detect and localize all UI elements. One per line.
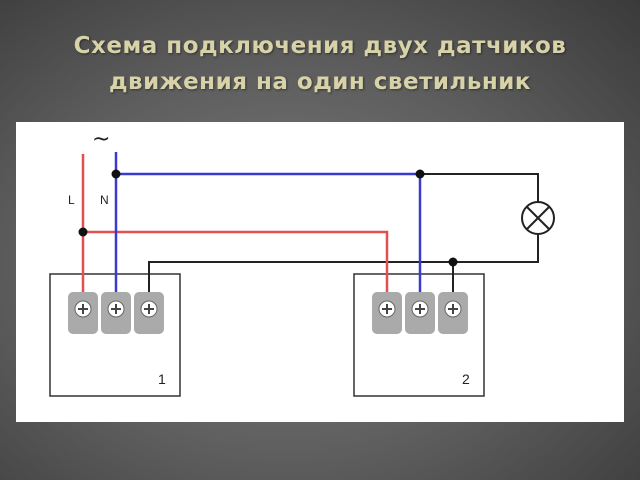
sensor-1-terminals (68, 292, 164, 334)
load-wire-top (420, 173, 539, 202)
phase-label: L (68, 193, 75, 207)
lamp-icon (521, 201, 555, 235)
terminal-icon (372, 292, 402, 334)
terminal-icon (101, 292, 131, 334)
phase-wire-branch (83, 230, 389, 304)
junction-neutral-right (415, 169, 425, 179)
neutral-label: N (100, 193, 109, 207)
sensor-1-label: 1 (158, 371, 166, 387)
wiring-diagram: ~ L N 1 2 (49, 127, 555, 397)
wiring-diagram-panel: ~ L N 1 2 (16, 122, 624, 422)
sensor-2-label: 2 (462, 371, 470, 387)
slide-title: Схема подключения двух датчиков движения… (0, 28, 640, 100)
title-line-1: Схема подключения двух датчиков (73, 33, 567, 59)
terminal-icon (438, 292, 468, 334)
terminal-icon (134, 292, 164, 334)
sensor-2-terminals (372, 292, 468, 334)
junction-load (448, 257, 458, 267)
terminal-icon (405, 292, 435, 334)
junction-neutral-left (111, 169, 121, 179)
ac-supply-symbol: ~ (92, 127, 110, 152)
terminal-icon (68, 292, 98, 334)
load-wire-bottom (148, 234, 539, 304)
title-line-2: движения на один светильник (108, 69, 532, 95)
junction-phase (78, 227, 88, 237)
